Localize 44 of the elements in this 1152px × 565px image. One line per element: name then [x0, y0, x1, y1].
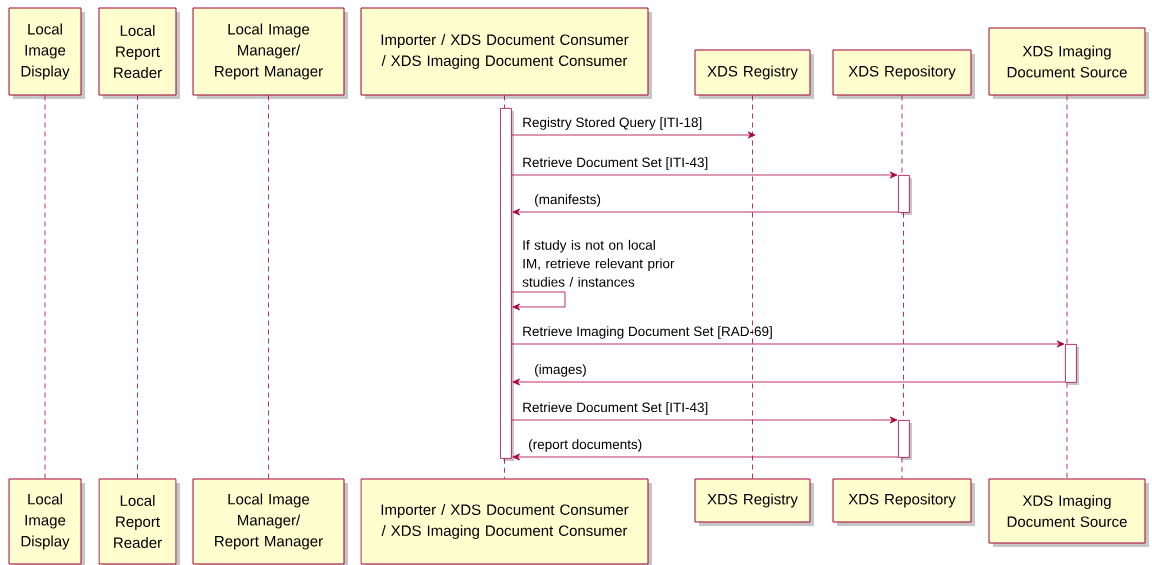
lifeline: [137, 95, 138, 479]
message-arrow: [512, 378, 1066, 386]
message-label: Retrieve Document Set [ITI-43]: [523, 157, 708, 170]
message-label: Registry Stored Query [ITI-18]: [523, 117, 702, 130]
message-label: (manifests): [535, 194, 601, 207]
participant-box: XDS Registry: [694, 478, 814, 526]
participant-box: Local Report Reader: [98, 478, 180, 565]
lifeline: [44, 95, 46, 479]
lifeline: [901, 457, 903, 479]
activation-bar: [898, 175, 912, 215]
activation-bar: [898, 420, 912, 460]
message-label: Retrieve Imaging Document Set [RAD-69]: [523, 326, 772, 339]
message-arrow: [511, 416, 898, 424]
participant-box: XDS Imaging Document Source: [988, 27, 1149, 99]
participant-box: Importer / XDS Document Consumer / XDS Imaging Document Consumer: [360, 7, 652, 99]
activation-bar: [1065, 344, 1079, 385]
participant-box: XDS Repository: [832, 478, 975, 526]
message-arrow: [511, 171, 898, 179]
message-arrow: [511, 131, 756, 139]
lifeline: [504, 458, 505, 479]
participant-box: Local Image Manager/ Report Manager: [192, 478, 348, 565]
lifeline: [903, 212, 904, 421]
lifeline: [1066, 382, 1068, 479]
message-label: If study is not on local IM, retrieve relevant prior studies / instances: [522, 239, 675, 287]
lifeline: [268, 95, 269, 479]
participant-box: XDS Registry: [694, 49, 814, 99]
participant-box: Local Image Display: [8, 478, 85, 565]
self-message-arrow: [511, 291, 566, 311]
message-label: (images): [535, 364, 586, 377]
lifeline: [1066, 95, 1068, 345]
participant-box: Local Image Manager/ Report Manager: [192, 7, 348, 99]
lifeline: [752, 95, 753, 479]
message-label: Retrieve Document Set [ITI-43]: [523, 402, 708, 415]
participant-box: XDS Imaging Document Source: [988, 478, 1149, 547]
participant-box: Importer / XDS Document Consumer / XDS Imaging Document Consumer: [360, 478, 652, 565]
message-arrow: [512, 453, 899, 461]
activation-bar: [500, 108, 514, 461]
lifeline: [504, 95, 505, 109]
participant-box: Local Report Reader: [98, 7, 180, 99]
participant-box: Local Image Display: [8, 7, 85, 99]
participant-box: XDS Repository: [832, 49, 975, 99]
message-arrow: [512, 208, 899, 216]
message-arrow: [511, 340, 1065, 348]
message-label: (report documents): [529, 439, 642, 452]
